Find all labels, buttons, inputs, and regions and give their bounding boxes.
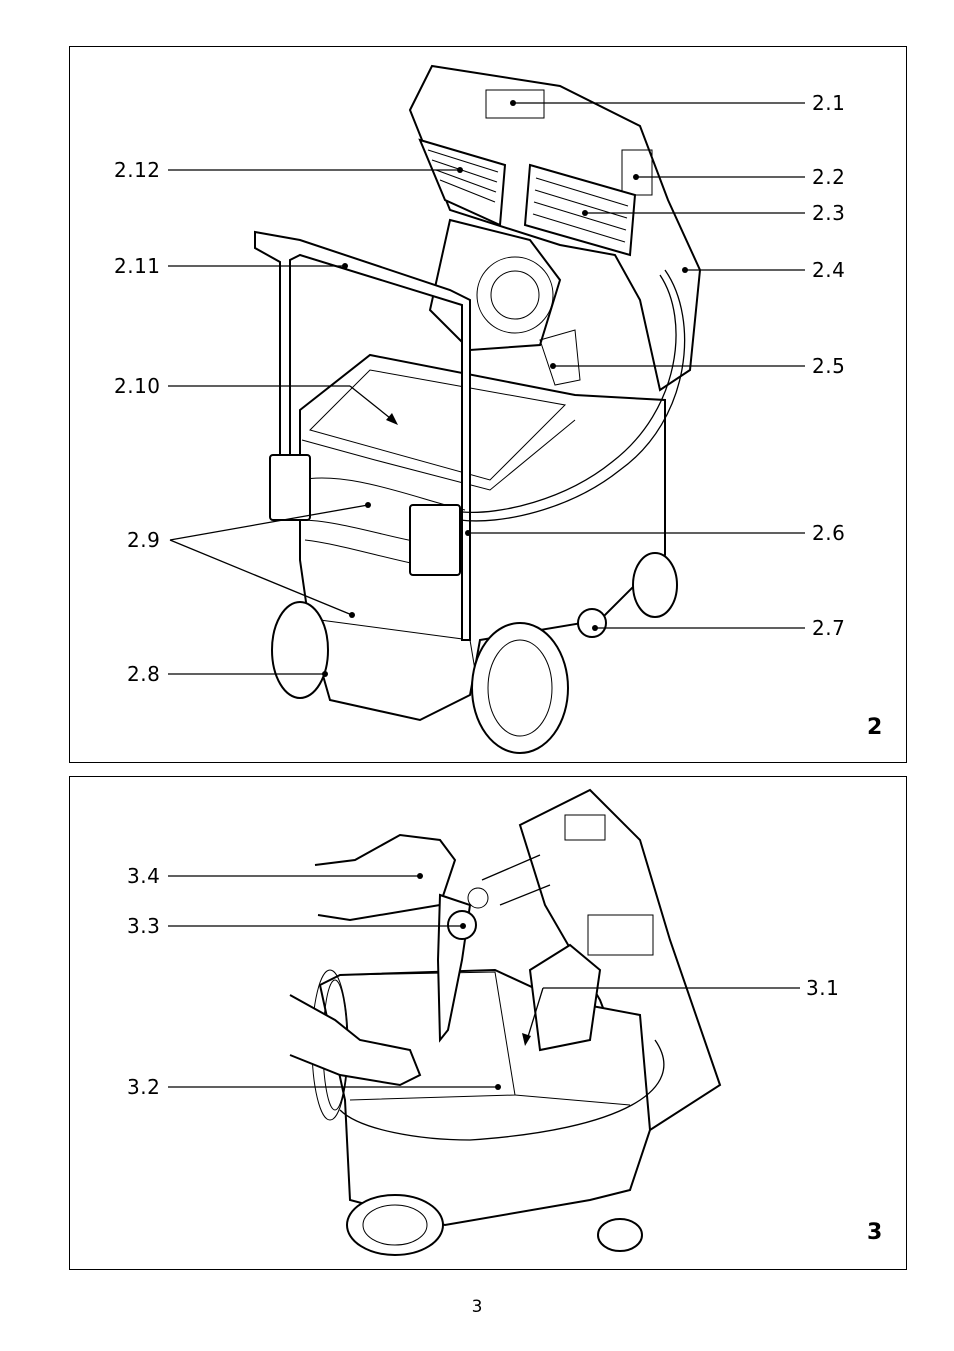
vacuum-unit-fig2: [254, 64, 702, 754]
label-3-1: 3.1: [806, 976, 840, 1000]
label-2-10: 2.10: [114, 374, 161, 398]
figure-2-number: 2: [867, 715, 883, 740]
label-2-2: 2.2: [812, 165, 846, 189]
label-2-8: 2.8: [127, 662, 161, 686]
vacuum-unit-fig3: [289, 788, 722, 1256]
label-2-7: 2.7: [812, 616, 846, 640]
figure-3-number: 3: [867, 1220, 883, 1245]
label-2-9: 2.9: [127, 528, 161, 552]
page-number: 3: [471, 1297, 483, 1317]
figure-3-panel: [69, 776, 907, 1270]
leader-lines-fig2: [168, 100, 805, 677]
leader-lines-fig3: [168, 873, 800, 1090]
label-2-12: 2.12: [114, 158, 161, 182]
label-2-6: 2.6: [812, 521, 846, 545]
label-2-4: 2.4: [812, 258, 846, 282]
label-2-1: 2.1: [812, 91, 846, 115]
label-2-11: 2.11: [114, 254, 161, 278]
label-3-4: 3.4: [127, 864, 161, 888]
label-3-3: 3.3: [127, 914, 161, 938]
label-2-3: 2.3: [812, 201, 846, 225]
label-2-5: 2.5: [812, 354, 846, 378]
figure-2-panel: [69, 46, 907, 763]
label-3-2: 3.2: [127, 1075, 161, 1099]
